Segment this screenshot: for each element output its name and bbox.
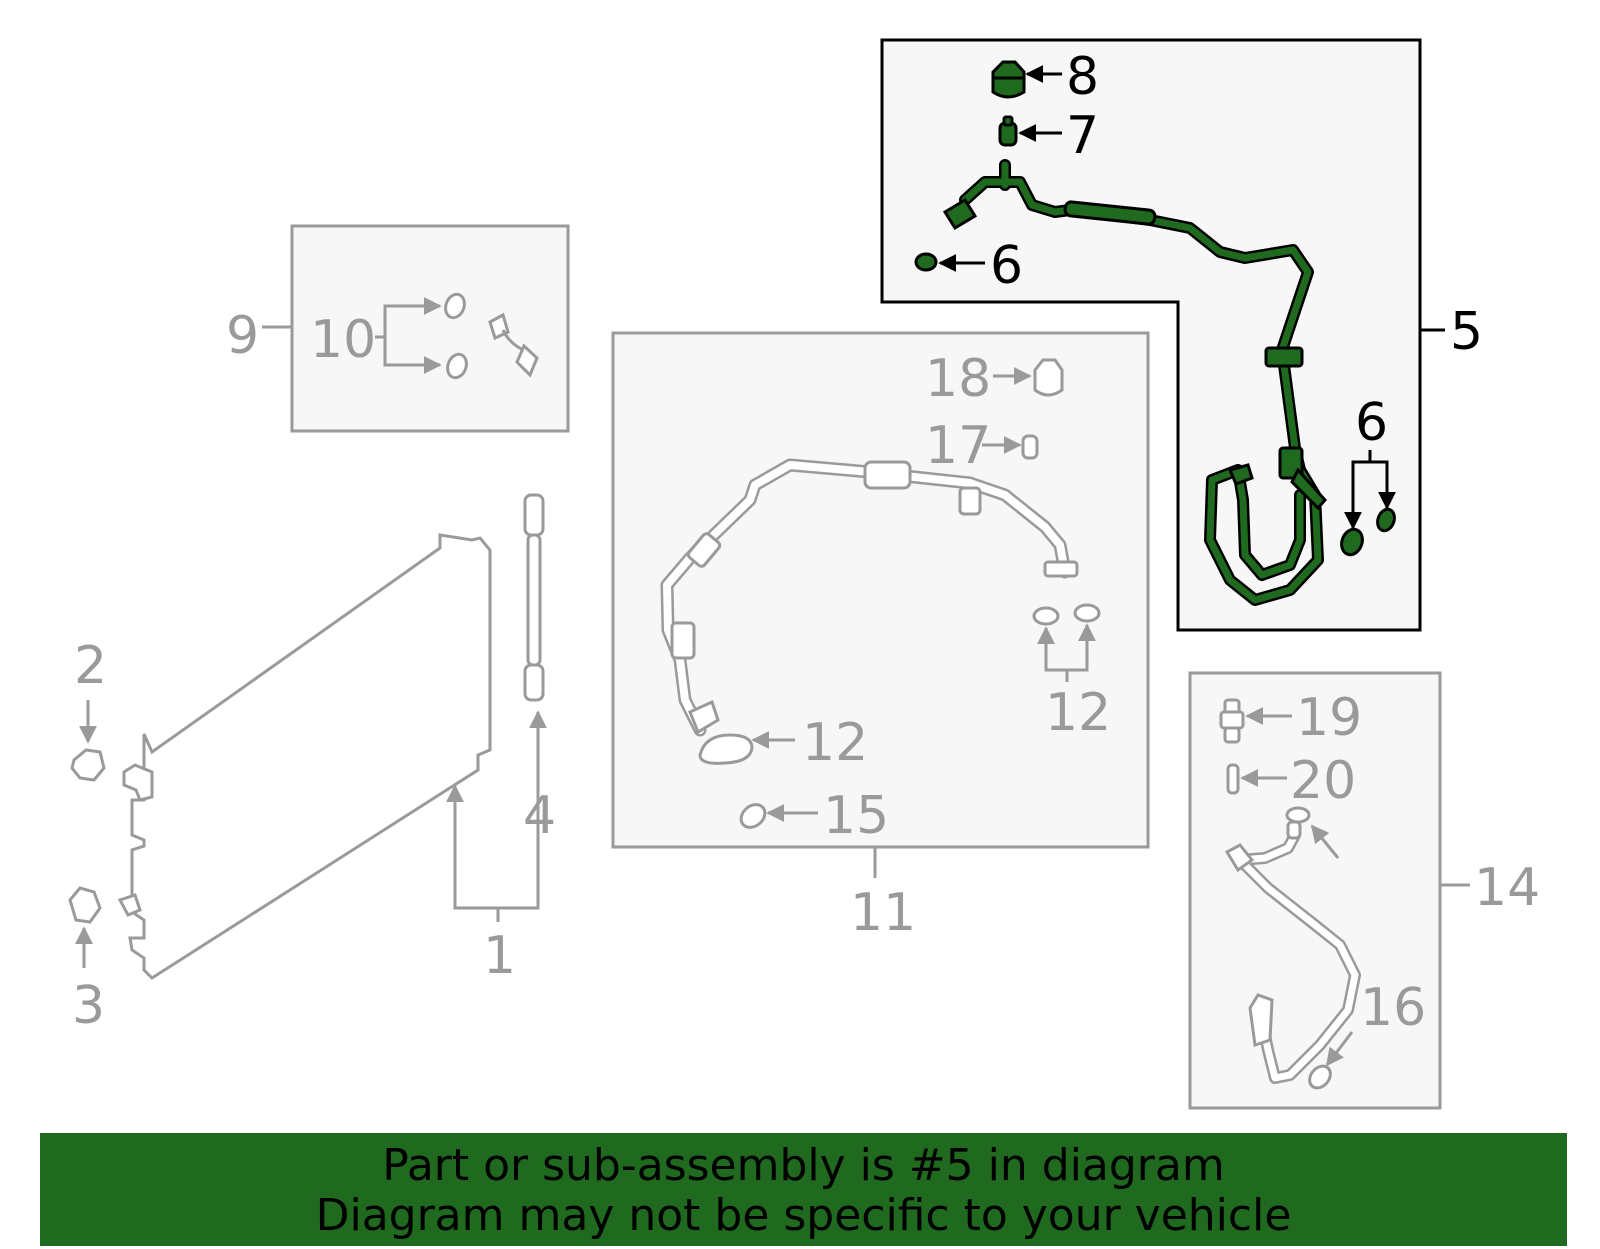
- banner-line-1: Part or sub-assembly is #5 in diagram: [382, 1140, 1225, 1191]
- banner-line-2: Diagram may not be specific to your vehi…: [315, 1190, 1292, 1241]
- drier-4-part[interactable]: [523, 493, 545, 702]
- arrow-6-lower-bracket: [1344, 450, 1372, 530]
- callout-4[interactable]: 4: [523, 786, 556, 846]
- assembly-16-box: [1188, 671, 1442, 1110]
- callout-12-right[interactable]: 12: [1045, 683, 1111, 743]
- callout-5[interactable]: 5: [1450, 302, 1483, 362]
- callout-13[interactable]: 15: [823, 786, 889, 846]
- sensor-18-part[interactable]: [1219, 698, 1245, 744]
- arrow-10-bracket-b: [383, 337, 442, 374]
- arrow-10-bracket: [375, 297, 442, 339]
- cap-3-part[interactable]: [68, 886, 102, 924]
- callout-16[interactable]: 14: [1474, 858, 1540, 918]
- o-ring-12-right-b-part[interactable]: [1073, 603, 1101, 623]
- arrow-6-lower-bracket-b: [1370, 460, 1396, 510]
- callout-19[interactable]: 20: [1290, 751, 1356, 811]
- callout-6-lower[interactable]: 6: [1355, 393, 1388, 453]
- condenser-group: 2 3 1 4: [68, 493, 556, 1036]
- callout-7[interactable]: 7: [1066, 106, 1099, 166]
- cap-8-part[interactable]: [991, 60, 1026, 99]
- o-ring-10-lower-part[interactable]: [444, 352, 469, 381]
- callout-12-left[interactable]: 12: [802, 713, 868, 773]
- callout-10[interactable]: 10: [310, 310, 376, 370]
- callout-14[interactable]: 17: [925, 416, 991, 476]
- callout-17[interactable]: 16: [1360, 978, 1426, 1038]
- assembly-9-group: 9 10: [226, 224, 570, 433]
- cap-15-part[interactable]: [1033, 358, 1064, 397]
- arrow-12-right-bracket: [1037, 626, 1069, 682]
- valve-core-19-part[interactable]: [1226, 763, 1240, 795]
- info-banner: Part or sub-assembly is #5 in diagram Di…: [40, 1133, 1567, 1246]
- arrow-1-bracket: [446, 784, 498, 910]
- cap-2-part[interactable]: [70, 748, 106, 782]
- condenser-1-part[interactable]: [117, 533, 492, 980]
- arrow-4-bracket: [498, 710, 547, 910]
- o-ring-13-part[interactable]: [737, 800, 770, 832]
- ac-line-16-part[interactable]: [1224, 820, 1361, 1084]
- assembly-11-group: 11 18 17 12 15 12: [611, 331, 1150, 943]
- callout-9[interactable]: 9: [226, 306, 259, 366]
- arrow-17: [1325, 1031, 1354, 1067]
- o-ring-17-part[interactable]: [1305, 1062, 1334, 1092]
- assembly-16-group: 14 19 20 16: [1188, 671, 1540, 1110]
- gasket-12-left-part[interactable]: [698, 733, 754, 765]
- assembly-5-group: 5 8 7 6 6: [880, 38, 1483, 632]
- assembly-9-box: [290, 224, 570, 433]
- valve-core-7-part[interactable]: [998, 115, 1018, 147]
- o-ring-10-upper-part[interactable]: [442, 292, 467, 321]
- assembly-11-box: [611, 331, 1150, 849]
- callout-3[interactable]: 3: [72, 976, 105, 1036]
- callout-1[interactable]: 1: [483, 926, 516, 986]
- o-ring-12-right-a-part[interactable]: [1032, 606, 1060, 626]
- valve-core-14-part[interactable]: [1021, 434, 1039, 460]
- o-ring-6-lower-a-part[interactable]: [1338, 526, 1366, 557]
- callout-18[interactable]: 19: [1296, 688, 1362, 748]
- callout-2[interactable]: 2: [74, 636, 107, 696]
- ac-line-11-part[interactable]: [660, 458, 1079, 737]
- callout-11[interactable]: 11: [850, 883, 916, 943]
- callout-6-upper[interactable]: 6: [990, 236, 1023, 296]
- o-ring-6-upper-part[interactable]: [914, 252, 938, 272]
- o-ring-20-part[interactable]: [1285, 806, 1311, 824]
- callout-15[interactable]: 18: [925, 349, 991, 409]
- sensor-9-part[interactable]: [488, 312, 539, 378]
- arrow-20: [1310, 824, 1340, 859]
- ac-hose-5-part[interactable]: [942, 159, 1328, 606]
- o-ring-6-lower-b-part[interactable]: [1375, 507, 1398, 533]
- callout-8[interactable]: 8: [1066, 47, 1099, 107]
- arrow-12-right-bracket-b: [1067, 623, 1096, 672]
